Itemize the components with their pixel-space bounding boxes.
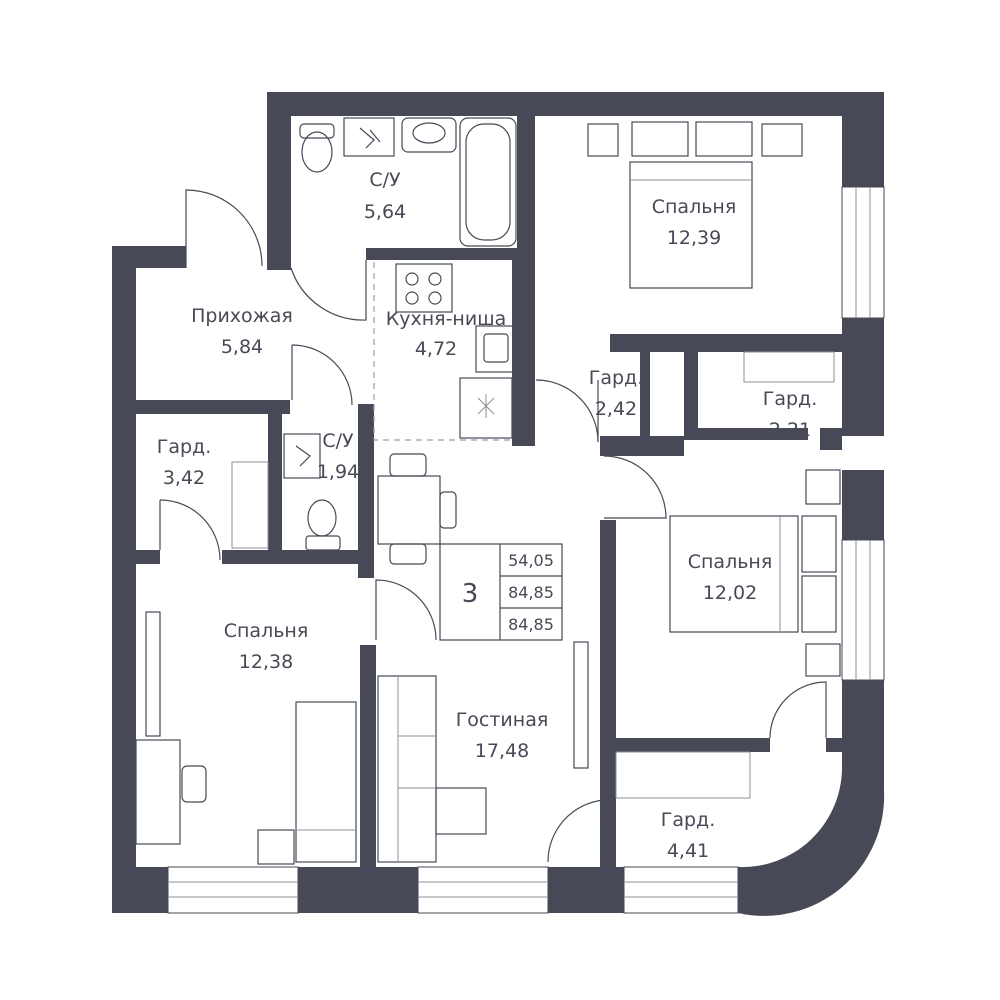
room-bathroom-main-name: С/У	[369, 169, 401, 191]
walls	[112, 92, 885, 916]
door-wardrobe4-top	[769, 681, 827, 739]
tv-bedroom-left-icon	[145, 611, 161, 737]
room-bedroom-top-area: 12,39	[667, 227, 721, 249]
wall-living-left	[360, 645, 376, 870]
wall-wardrobe3-bottom-2	[222, 550, 374, 564]
door-wardrobe3	[159, 499, 221, 561]
room-hallway-area: 5,84	[221, 336, 263, 358]
bed-left-icon	[295, 701, 357, 863]
wall-wardrobe-bottom-2	[698, 428, 808, 440]
wall-top-left	[267, 92, 291, 268]
room-wardrobe1-name: Гард.	[589, 367, 643, 389]
toilet-small-icon	[307, 499, 337, 537]
summary-box	[439, 543, 563, 641]
sink-main-icon	[401, 117, 457, 153]
room-wardrobe4-area: 4,41	[667, 840, 709, 862]
kitchen-sink-icon	[475, 325, 517, 373]
window-bedroom-right	[841, 539, 885, 681]
room-wardrobe2-area: 2,21	[769, 419, 811, 441]
wall-corner-curve	[738, 680, 885, 916]
wall-top	[267, 92, 884, 116]
tv-living-icon	[573, 641, 589, 769]
desk-icon	[135, 739, 181, 845]
wall-right-top	[842, 92, 884, 187]
wall-bedroom-right-bottom	[616, 738, 770, 752]
wall-right-mid	[842, 318, 884, 436]
wall-bath-bottom	[366, 248, 517, 260]
wall-kitchen-right	[512, 260, 534, 446]
room-living-name: Гостиная	[456, 709, 549, 731]
wall-living-right	[600, 520, 616, 870]
wall-wardrobe3-bottom-1	[136, 550, 160, 564]
wall-wardrobe-div-2	[640, 352, 650, 440]
wall-bedroom-top-bottom	[610, 334, 842, 352]
wall-wardrobe-div	[684, 352, 698, 440]
room-smallbath-area: 1,94	[317, 461, 359, 483]
wall-wardrobe-bottom-1	[600, 436, 684, 456]
bathtub-icon	[459, 117, 517, 247]
wall-wardrobe-stub	[820, 428, 842, 450]
doors	[159, 189, 827, 863]
window-bedroom-left	[167, 866, 299, 914]
room-living-area: 17,48	[475, 740, 529, 762]
wall-right-mid2	[842, 470, 884, 540]
sofa-icon	[377, 675, 437, 863]
room-hallway-name: Прихожая	[191, 305, 293, 327]
window-wardrobe	[623, 866, 739, 914]
bed-right-icon	[669, 515, 799, 633]
stove-icon	[395, 263, 453, 313]
room-wardrobe1-area: 2,42	[595, 398, 637, 420]
room-kitchen-area: 4,72	[415, 338, 457, 360]
door-bathroom	[290, 260, 367, 321]
room-labels: С/У 5,64 Спальня 12,39 Прихожая 5,84 Кух…	[157, 169, 817, 862]
fridge-icon	[459, 377, 513, 439]
door-wardrobe4	[547, 799, 605, 863]
wall-wardrobe3-right	[268, 400, 282, 550]
room-wardrobe2-name: Гард.	[763, 388, 817, 410]
room-smallbath-name: С/У	[322, 430, 354, 452]
shower-tray-icon	[343, 117, 395, 157]
room-bathroom-main-area: 5,64	[364, 201, 406, 223]
kitchen-zone-boundary	[373, 262, 512, 441]
toilet-main-icon	[301, 131, 333, 173]
room-bedroom-top-name: Спальня	[652, 196, 737, 218]
wall-bottom-2	[298, 867, 418, 913]
windows	[167, 186, 885, 914]
room-wardrobe3-name: Гард.	[157, 436, 211, 458]
dining-table-icon	[377, 475, 441, 545]
wall-bottom-1	[112, 867, 168, 913]
door-entrance	[185, 189, 263, 268]
door-bedroom-left	[375, 579, 437, 641]
living-area-value: 54,05	[508, 551, 554, 570]
door-small-bath	[291, 344, 353, 406]
window-bedroom-top	[841, 186, 885, 319]
wall-bottom-3	[548, 867, 624, 913]
wall-bedroom-right-bottom-2	[826, 738, 842, 752]
window-living	[417, 866, 549, 914]
room-wardrobe3-area: 3,42	[163, 467, 205, 489]
bed-top-icon	[629, 161, 753, 289]
wall-bath-bottom-left	[267, 248, 291, 270]
room-count: 3	[462, 579, 479, 609]
wall-left-top	[112, 246, 186, 268]
total-area-value: 84,85	[508, 583, 554, 602]
room-bedroom-left-area: 12,38	[239, 651, 293, 673]
room-kitchen-name: Кухня-ниша	[386, 308, 507, 330]
room-bedroom-right-name: Спальня	[688, 551, 773, 573]
room-bedroom-right-area: 12,02	[703, 582, 757, 604]
wall-left	[112, 246, 136, 906]
shower-small-icon	[283, 433, 321, 479]
wall-smallbath-right	[358, 404, 374, 578]
wall-wardrobe3-top	[136, 400, 290, 414]
total-area-alt-value: 84,85	[508, 615, 554, 634]
door-wardrobe1	[535, 379, 599, 443]
door-bedroom-right	[603, 455, 667, 519]
room-bedroom-left-name: Спальня	[224, 620, 309, 642]
furniture	[135, 117, 841, 865]
room-wardrobe4-name: Гард.	[661, 809, 715, 831]
area-summary: 3 54,05 84,85 84,85	[462, 551, 554, 634]
